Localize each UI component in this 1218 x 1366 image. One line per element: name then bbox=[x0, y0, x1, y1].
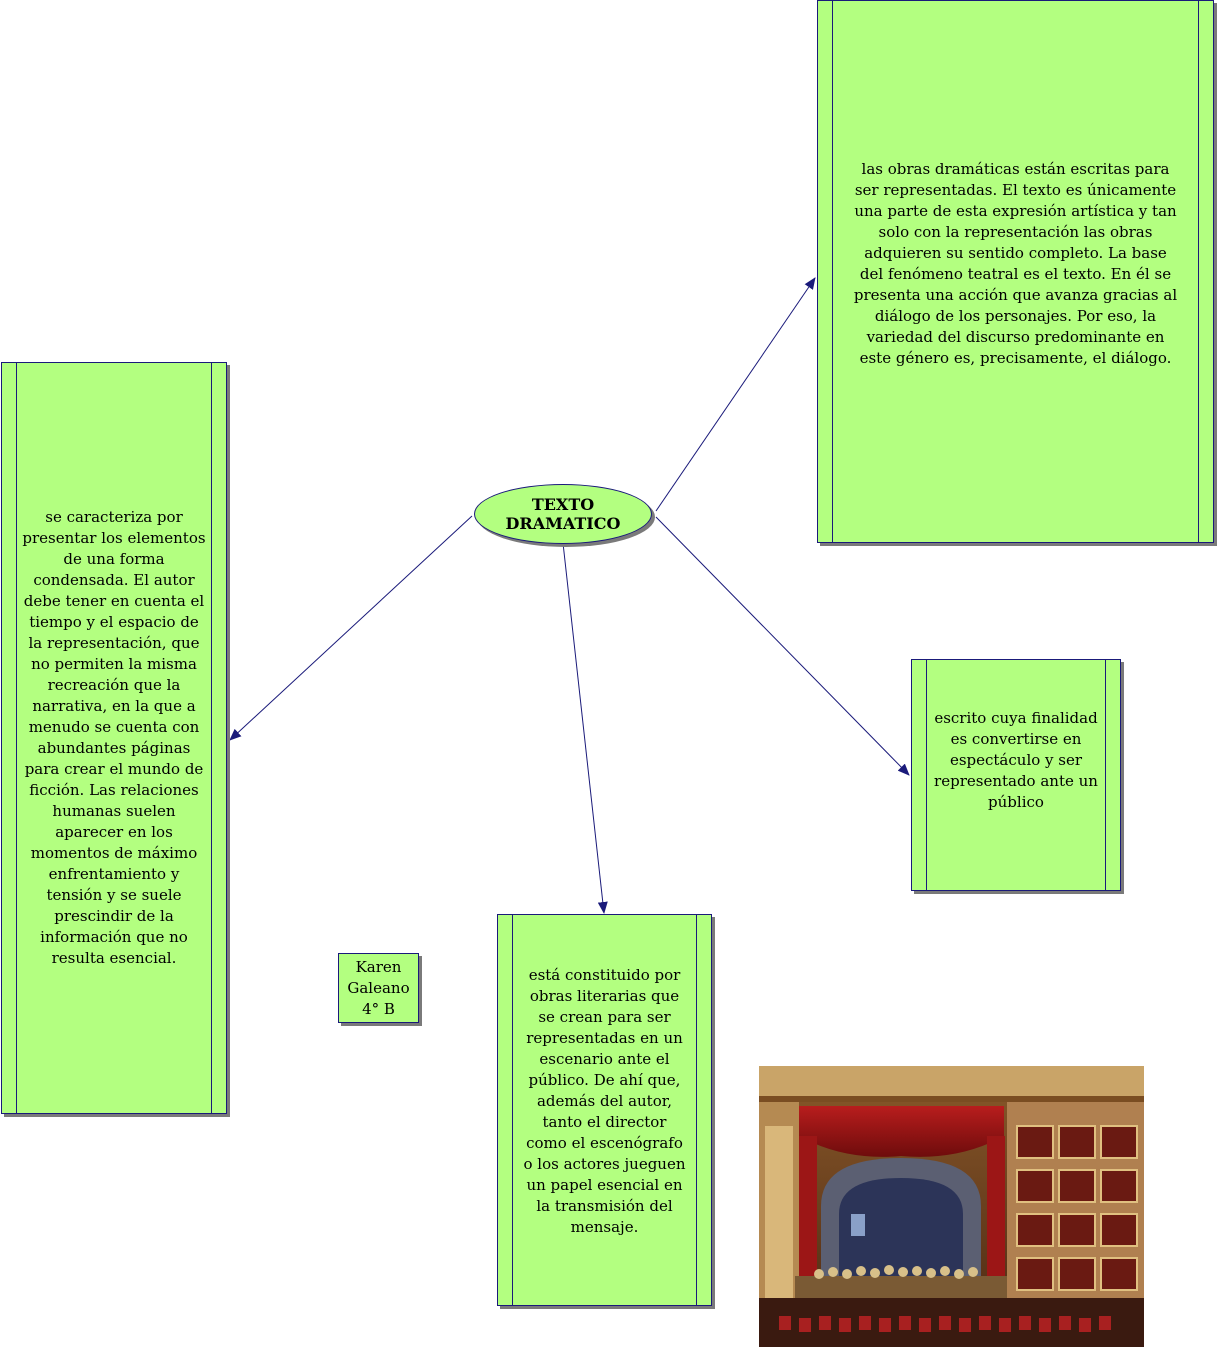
author-name: Karen bbox=[355, 957, 402, 976]
theater-illustration bbox=[759, 1066, 1144, 1347]
node-right[interactable]: escrito cuya finalidad es convertirse en… bbox=[911, 659, 1121, 891]
node-left[interactable]: se caracteriza por presentar los element… bbox=[1, 362, 227, 1114]
node-bottom-text: está constituido por obras literarias qu… bbox=[523, 966, 686, 1236]
central-node-line2: DRAMATICO bbox=[505, 514, 621, 533]
node-top-right-text: las obras dramáticas están escritas para… bbox=[853, 160, 1178, 367]
author-grade: 4° B bbox=[362, 999, 395, 1018]
author-box[interactable]: Karen Galeano 4° B bbox=[338, 953, 419, 1023]
central-node-line1: TEXTO bbox=[531, 495, 595, 514]
theater-stage-photo bbox=[759, 1066, 1144, 1347]
author-surname: Galeano bbox=[347, 978, 410, 997]
link-to-right bbox=[655, 516, 910, 776]
node-left-text: se caracteriza por presentar los element… bbox=[22, 508, 206, 967]
central-node[interactable]: TEXTO DRAMATICO bbox=[474, 484, 652, 544]
node-top-right[interactable]: las obras dramáticas están escritas para… bbox=[817, 0, 1214, 543]
node-bottom[interactable]: está constituido por obras literarias qu… bbox=[497, 914, 712, 1306]
node-right-text: escrito cuya finalidad es convertirse en… bbox=[934, 709, 1098, 811]
link-to-bottom bbox=[562, 542, 608, 914]
link-to-top-right bbox=[655, 277, 816, 512]
link-to-left bbox=[229, 515, 473, 741]
